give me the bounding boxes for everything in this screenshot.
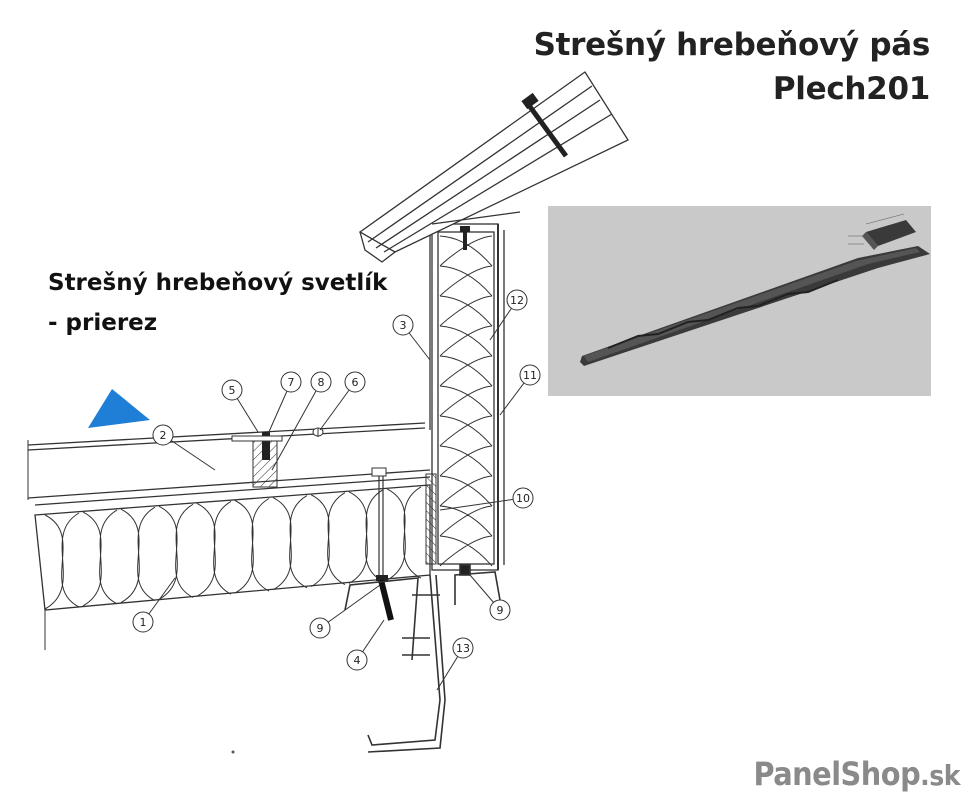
callout-label: 2 xyxy=(160,429,167,442)
section-label: Strešný hrebeňový svetlík xyxy=(48,270,388,296)
callout-label: 3 xyxy=(400,319,407,332)
callout-12: 12 xyxy=(489,289,528,341)
callout-label: 13 xyxy=(456,642,470,655)
callout-9: 9 xyxy=(469,574,511,621)
page-title: Strešný hrebeňový pás xyxy=(533,27,931,63)
brand-logo: PanelShop.sk xyxy=(754,755,961,793)
callout-10: 10 xyxy=(439,487,534,511)
page-subtitle: Plech201 xyxy=(772,71,930,107)
leader-line xyxy=(319,584,381,629)
callout-circle xyxy=(452,637,474,659)
callout-4: 4 xyxy=(346,619,385,671)
leader-line xyxy=(271,381,322,471)
ridge-strip-ribs xyxy=(607,279,839,349)
flashing xyxy=(429,224,505,565)
callout-circle xyxy=(152,424,174,446)
callout-label: 9 xyxy=(317,622,324,635)
purlin xyxy=(344,564,501,753)
callout-9: 9 xyxy=(309,584,381,639)
callout-circle xyxy=(310,371,332,393)
callout-circle xyxy=(346,649,368,671)
ridge-screw xyxy=(521,92,569,158)
seal-block xyxy=(231,432,283,488)
stray-dot xyxy=(231,750,235,754)
callout-label: 6 xyxy=(352,376,359,389)
callout-label: 7 xyxy=(288,376,295,389)
callout-label: 4 xyxy=(354,654,361,667)
callout-6: 6 xyxy=(319,371,366,431)
callout-circle xyxy=(280,371,302,393)
section-label-suffix: - prierez xyxy=(48,310,158,336)
callout-circle xyxy=(221,379,243,401)
callout-label: 8 xyxy=(318,376,325,389)
callout-2: 2 xyxy=(152,424,216,471)
ridge-cap-face xyxy=(862,232,878,250)
callout-label: 12 xyxy=(510,294,524,307)
roof-cover-sheet xyxy=(27,422,426,451)
brand-domain: .sk xyxy=(920,759,960,792)
callout-circle xyxy=(519,364,541,386)
roof-sandwich-panel xyxy=(27,469,431,611)
callout-label: 10 xyxy=(516,492,530,505)
dimension-line xyxy=(865,213,905,225)
callout-1: 1 xyxy=(132,577,176,633)
callout-5: 5 xyxy=(221,379,259,433)
direction-arrow xyxy=(88,389,150,428)
callout-13: 13 xyxy=(436,637,474,691)
ridge-cap xyxy=(358,71,629,263)
callout-circle xyxy=(512,487,534,509)
callout-circle xyxy=(309,617,331,639)
product-render xyxy=(548,206,931,396)
ridge-strip-face xyxy=(584,248,920,362)
callout-label: 11 xyxy=(523,369,537,382)
wall-seal xyxy=(425,473,437,565)
callout-circle xyxy=(132,611,154,633)
ridge-cap-piece xyxy=(866,220,916,246)
callout-7: 7 xyxy=(267,371,302,435)
leader-line xyxy=(439,497,524,511)
callout-label: 9 xyxy=(497,604,504,617)
wall-screw xyxy=(460,226,470,250)
callout-circle xyxy=(489,599,511,621)
callout-circle xyxy=(392,314,414,336)
callout-circle xyxy=(506,289,528,311)
callout-label: 1 xyxy=(140,616,147,629)
callout-11: 11 xyxy=(499,364,541,416)
brand-name: PanelShop xyxy=(753,755,921,793)
callout-circle xyxy=(344,371,366,393)
callout-8: 8 xyxy=(271,371,332,471)
fastener xyxy=(371,467,394,621)
callout-3: 3 xyxy=(392,314,431,361)
rivet xyxy=(312,427,324,437)
callout-label: 5 xyxy=(229,384,236,397)
ridge-strip-render xyxy=(580,213,930,366)
vertical-wall-panel xyxy=(431,223,499,571)
